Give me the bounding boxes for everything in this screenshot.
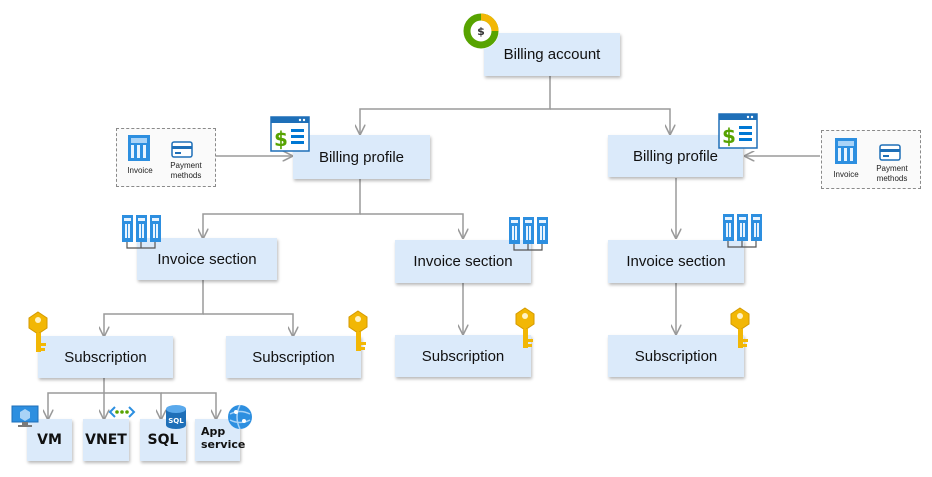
subscription-3-label: Subscription: [421, 347, 505, 365]
resource-app-service-label: App service: [201, 425, 246, 451]
billing-profile-right-label: Billing profile: [632, 147, 719, 165]
subscription-1-node: Subscription: [38, 336, 173, 378]
billing-profile-left-icon: $: [270, 116, 310, 152]
key-icon: [730, 307, 750, 348]
key-icon: [515, 307, 535, 348]
subscription-1-label: Subscription: [64, 348, 147, 366]
resource-sql-label: SQL: [147, 432, 179, 448]
vm-icon: [11, 405, 39, 427]
billing-account-node: Billing account: [484, 33, 620, 76]
invoice-section-3-label: Invoice section: [626, 253, 726, 270]
svg-text:$: $: [477, 25, 485, 38]
invoice-section-1-label: Invoice section: [157, 250, 257, 268]
key-icon: [348, 310, 368, 351]
payment-methods-label: Payment methods: [170, 161, 202, 180]
payment-card-icon: [171, 141, 193, 158]
key-icon: [28, 311, 48, 352]
invoice-section-3-icon: [723, 214, 762, 248]
invoice-label: Invoice: [833, 170, 859, 179]
subscription-2-node: Subscription: [226, 336, 361, 378]
connector-profile-invoice-1: [203, 178, 361, 238]
invoice-section-2-node: Invoice section: [395, 240, 531, 283]
payment-card-icon: [879, 144, 901, 161]
connector-profile-invoice-2: [360, 213, 463, 238]
svg-text:$: $: [274, 127, 288, 151]
invoice-section-2-label: Invoice section: [413, 253, 513, 270]
connector-invoice-sub-1: [104, 280, 204, 336]
svg-text:$: $: [722, 124, 736, 148]
billing-profile-right-icon: $: [718, 113, 758, 149]
app-service-icon: [228, 404, 252, 430]
connector-invoice-sub-2: [203, 313, 293, 336]
connector-sub-vm: [48, 378, 105, 419]
invoice-label: Invoice: [127, 166, 153, 175]
invoice-section-1-node: Invoice section: [137, 238, 277, 280]
subscription-3-node: Subscription: [395, 335, 531, 377]
connector-account-profile-right: [550, 108, 670, 134]
svg-text:SQL: SQL: [168, 417, 184, 425]
billing-profile-left-node: Billing profile: [293, 135, 430, 179]
billing-profile-left-label: Billing profile: [318, 148, 405, 166]
invoice-icon: [128, 135, 150, 161]
sql-icon: SQL: [166, 405, 186, 429]
vnet-icon: [108, 406, 136, 418]
subscription-2-label: Subscription: [252, 348, 335, 366]
payment-methods-label: Payment methods: [876, 164, 908, 183]
billing-account-label: Billing account: [503, 46, 601, 63]
resource-vnet-label: VNET: [85, 432, 127, 448]
invoice-section-2-icon: [509, 217, 548, 251]
invoice-section-3-node: Invoice section: [608, 240, 744, 283]
invoice-section-1-icon: [122, 215, 161, 249]
invoice-icon: [835, 138, 857, 164]
resource-vm-label: VM: [37, 432, 62, 448]
connector-sub-app: [161, 392, 216, 419]
connector-account-profile-left: [360, 76, 551, 134]
subscription-4-label: Subscription: [634, 347, 718, 365]
billing-account-icon: $: [463, 13, 499, 49]
subscription-4-node: Subscription: [608, 335, 744, 377]
resource-vnet-node: VNET: [83, 419, 129, 461]
resource-vm-node: VM: [27, 419, 72, 461]
